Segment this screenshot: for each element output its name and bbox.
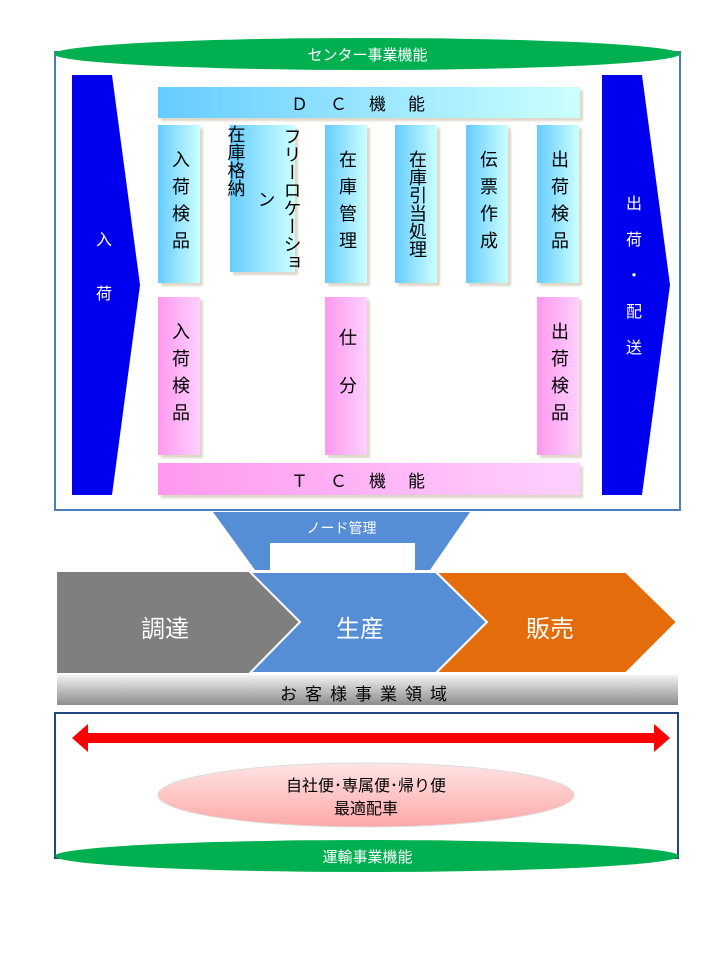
step-sell: 販売 [526, 615, 574, 643]
tc-function-bar: ＴＣ機能 [158, 463, 580, 495]
node-management-label: ノード管理 [306, 521, 377, 537]
dc-item: 在庫格納 [224, 125, 246, 197]
dc-item: 在庫管理 [325, 125, 367, 283]
center-frame [54, 51, 681, 511]
dc-item-freeloc: フリーロケーション 在庫格納 [225, 125, 302, 272]
tc-item: 入荷検品 [158, 297, 200, 455]
inbound-arrow [72, 75, 140, 495]
tc-item: 仕分 [325, 297, 367, 455]
node-funnel [213, 512, 470, 570]
dispatch-ellipse [157, 762, 575, 828]
step-procure: 調達 [141, 615, 189, 643]
chevron-sell [433, 571, 679, 674]
dc-item: 出荷検品 [537, 125, 579, 283]
dispatch-line1: 自社便･専属便･帰り便 [285, 776, 446, 795]
dc-item: 在庫引当処理 [395, 125, 437, 283]
outbound-arrow [602, 75, 670, 495]
transport-title-ellipse [55, 840, 679, 872]
tc-item: 出荷検品 [537, 297, 579, 455]
dispatch-line2: 最適配車 [333, 799, 398, 818]
chevron-procure [57, 572, 300, 673]
double-arrow [72, 724, 670, 752]
outbound-label: 出荷・配送 [623, 195, 642, 375]
customer-domain-label: お客様事業領域 [280, 685, 455, 705]
center-title-ellipse [54, 38, 680, 70]
dc-item: フリーロケーション [254, 126, 302, 271]
customer-bar [57, 675, 678, 705]
center-title: センター事業機能 [307, 46, 428, 64]
dc-function-bar: ＤＣ機能 [158, 87, 580, 118]
transport-title: 運輸事業機能 [322, 848, 413, 866]
dc-item: 伝票作成 [466, 125, 508, 283]
step-produce: 生産 [336, 615, 384, 643]
dc-item: 入荷検品 [158, 125, 200, 283]
inbound-label: 入荷 [93, 231, 112, 339]
